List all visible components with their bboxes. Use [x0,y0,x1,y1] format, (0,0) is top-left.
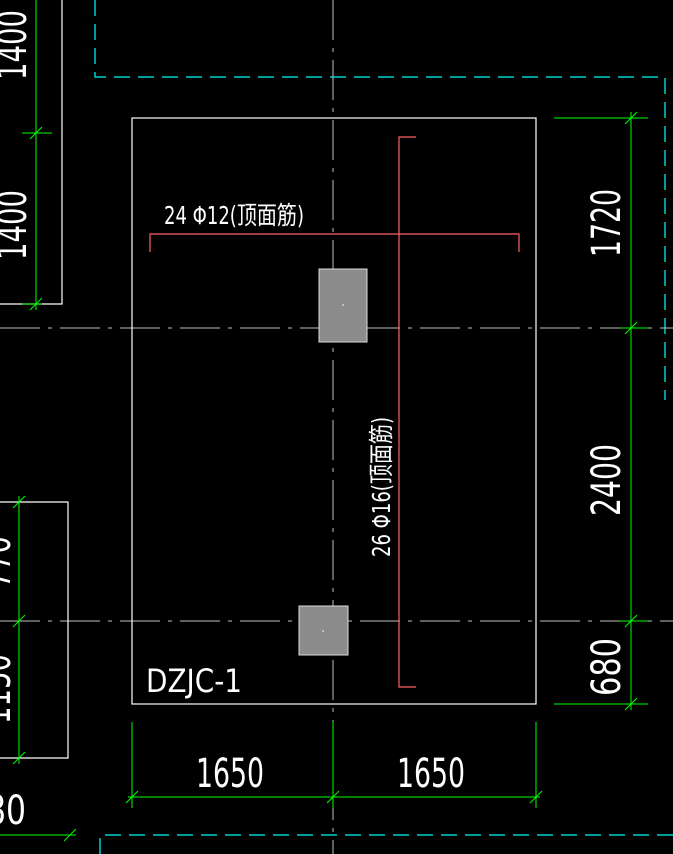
dimension-right-middle: 2400 [584,444,630,516]
column-bottom [298,605,349,656]
neighbour-mid-dim-2: 1150 [0,654,20,724]
column-top-center [342,304,344,306]
neighbour-bottom-dim: 80 [0,788,26,834]
dimension-bottom-left: 1650 [196,751,264,797]
dimension-bottom-right: 1650 [397,751,465,797]
neighbour-top-left: 1400 1400 [0,0,63,311]
foundation-label: DZJC-1 [146,662,242,700]
neighbour-bottom-left: 80 [0,788,77,842]
rebar-horizontal-line [149,233,520,252]
foundation-outline [131,117,537,705]
boundary-lines [94,0,673,854]
dimension-right-top: 1720 [584,189,630,257]
neighbour-top-dim-1: 1400 [0,10,36,80]
dimension-bottom [125,722,543,808]
neighbour-mid-left: 770 1150 [0,495,69,765]
rebar-vertical-label: 26 Φ16(顶面筋) [367,417,396,557]
dimension-right [554,111,648,711]
column-bottom-center [322,630,324,632]
dimension-right-bottom: 680 [584,638,630,696]
neighbour-top-dim-2: 1400 [0,190,36,260]
neighbour-mid-dim-1: 770 [0,536,20,588]
rebar-vertical-line [398,136,416,688]
rebar-horizontal-label: 24 Φ12(顶面筋) [164,201,304,230]
